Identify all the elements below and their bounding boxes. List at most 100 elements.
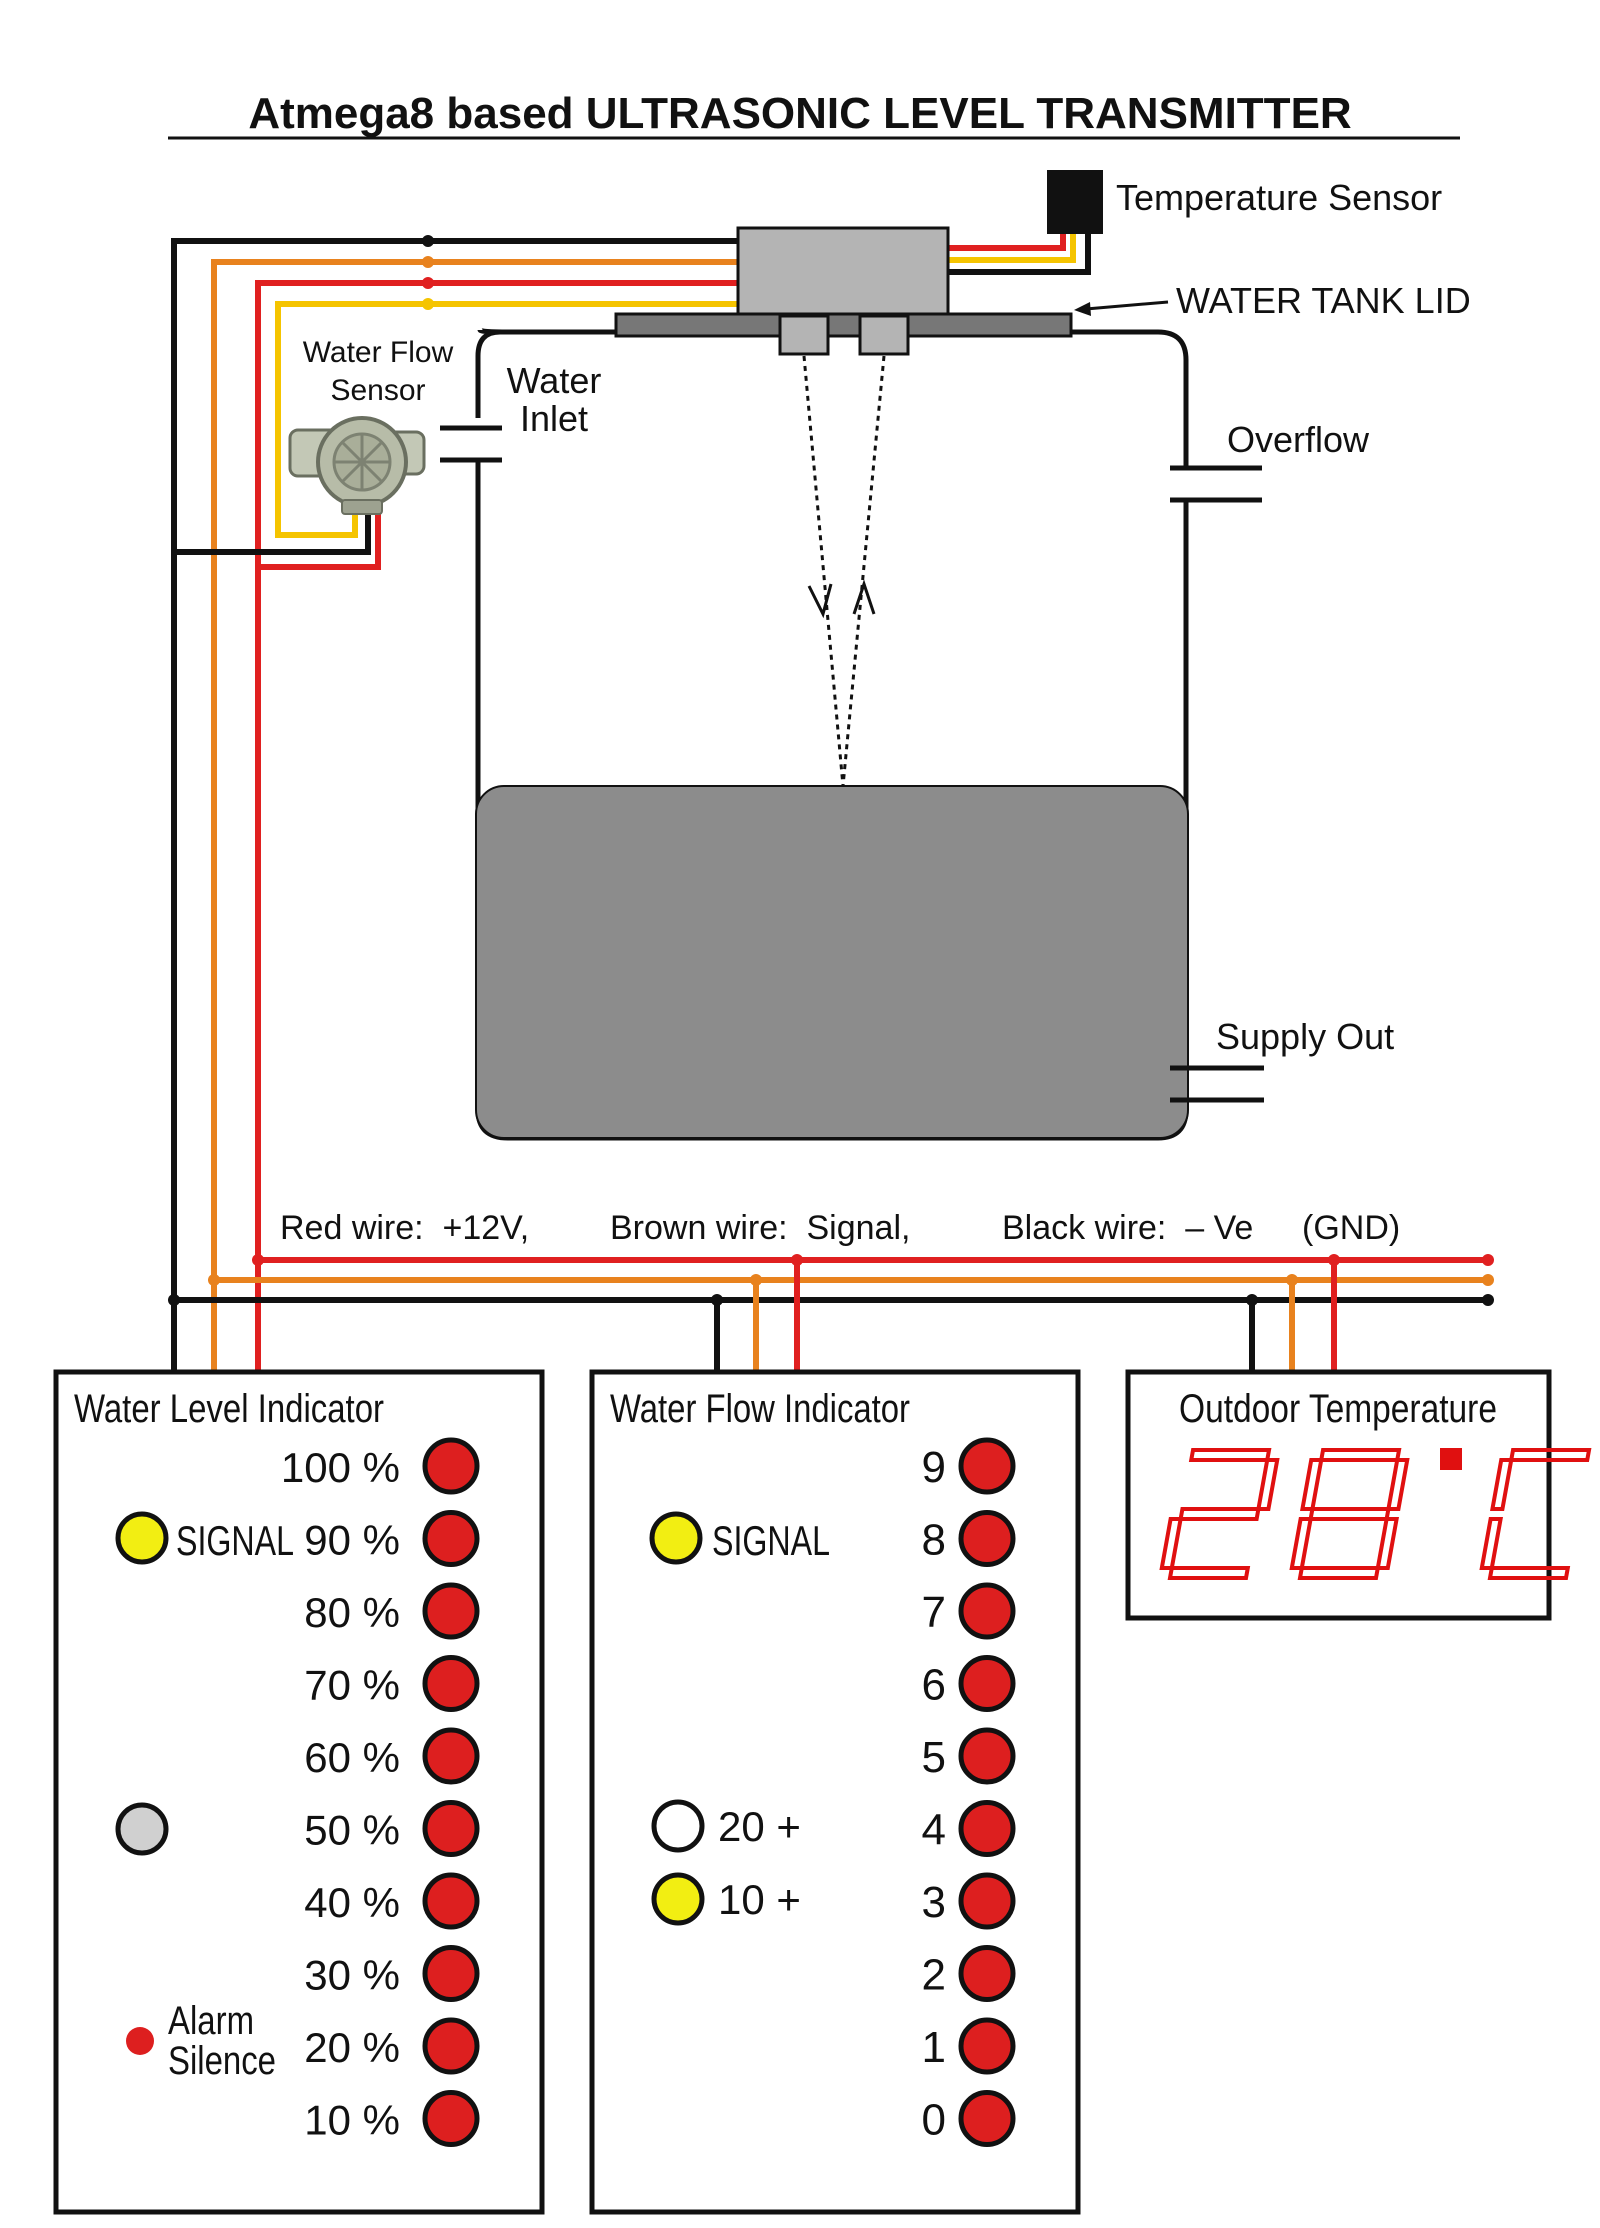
flow-digit-label: 5: [922, 1733, 946, 1782]
beam-arrow-down: [807, 583, 833, 619]
seven-segment-g: [1308, 1507, 1391, 1521]
flow-digit-label: 2: [922, 1951, 946, 2000]
level-led: [422, 1872, 480, 1930]
temp-yellow-wire: [942, 230, 1076, 263]
wire-junction-dots: [422, 235, 434, 310]
flow-10-plus-label: 10 +: [718, 1876, 801, 1923]
level-signal-label: SIGNAL: [176, 1517, 294, 1564]
ultrasonic-beam: [802, 355, 886, 787]
level-led: [422, 1727, 480, 1785]
level-label: 20 %: [304, 2024, 400, 2071]
ultrasonic-transducer-tx: [778, 314, 830, 356]
water-tank-lid-label: WATER TANK LID: [1176, 280, 1471, 321]
level-led: [422, 1437, 480, 1495]
level-label: 30 %: [304, 1952, 400, 1999]
flow-20-plus-label: 20 +: [718, 1803, 801, 1850]
level-status-led: [115, 1802, 169, 1856]
water-flow-sensor-label-2: Sensor: [330, 374, 425, 407]
flow-signal-led: [649, 1511, 703, 1565]
seven-segment-f: [1490, 1458, 1514, 1511]
level-signal-led: [115, 1511, 169, 1565]
temperature-seven-segment-display: [1159, 1448, 1592, 1580]
supply-out-label: Supply Out: [1216, 1016, 1394, 1057]
lid-pointer-arrow: [1074, 300, 1169, 316]
seven-segment-d: [1297, 1566, 1381, 1580]
flow-led: [958, 1655, 1016, 1712]
level-label: 90 %: [304, 1517, 400, 1564]
seven-segment-d: [1487, 1566, 1571, 1580]
tank-outline: [475, 327, 1189, 1141]
seven-segment-d: [1167, 1566, 1251, 1580]
flow-led: [958, 1945, 1016, 2002]
seven-segment-e: [1159, 1517, 1184, 1570]
level-led: [422, 1655, 480, 1712]
flow-led: [958, 1727, 1016, 1785]
wire-harness: [171, 230, 1091, 1372]
temperature-sensor-label: Temperature Sensor: [1116, 177, 1442, 218]
water-flow-indicator-panel: Water Flow Indicator SIGNAL 20 + 10 + 98…: [589, 1369, 1081, 2215]
legend-red-wire: Red wire: +12V,: [280, 1209, 529, 1247]
flow-digit-label: 0: [922, 2096, 946, 2145]
level-led: [422, 1582, 480, 1640]
flow-digit-label: 8: [922, 1516, 946, 1565]
outdoor-temperature-panel: Outdoor Temperature: [1125, 1369, 1592, 1621]
flow-20-plus-led: [651, 1799, 705, 1853]
red-wire-main: [255, 280, 738, 1372]
level-label: 10 %: [304, 2097, 400, 2144]
legend-brown-wire: Brown wire: Signal,: [610, 1209, 910, 1247]
water-inlet-label-1: Water: [507, 360, 602, 401]
flow-led: [958, 2090, 1016, 2147]
water-tank: [440, 327, 1264, 1141]
temp-panel-title: Outdoor Temperature: [1179, 1387, 1497, 1431]
overflow-label: Overflow: [1227, 419, 1370, 460]
alarm-silence-button[interactable]: [126, 2027, 154, 2055]
level-label: 40 %: [304, 1879, 400, 1926]
flow-signal-label: SIGNAL: [712, 1517, 830, 1564]
water-body: [475, 785, 1189, 1139]
brown-wire-main: [211, 259, 738, 1372]
seven-segment-a: [1508, 1448, 1592, 1462]
temp-black-wire: [942, 230, 1091, 275]
bus-junction-dots: [168, 1254, 1494, 1306]
seven-segment-b: [1386, 1458, 1410, 1511]
level-led: [422, 2090, 480, 2147]
level-label: 80 %: [304, 1589, 400, 1636]
distribution-bus: [174, 1257, 1488, 1372]
level-led: [422, 2017, 480, 2075]
flow-digit-label: 4: [922, 1806, 946, 1855]
level-label: 70 %: [304, 1662, 400, 1709]
seven-segment-b: [1256, 1458, 1280, 1511]
seven-segment-e: [1479, 1517, 1504, 1570]
seven-segment-c: [1375, 1517, 1400, 1570]
flow-led: [958, 1582, 1016, 1640]
water-tank-lid: [614, 312, 1073, 338]
water-flow-sensor: [288, 416, 426, 515]
water-level-indicator-panel: Water Level Indicator SIGNAL Alarm Silen…: [53, 1369, 545, 2215]
flow-led: [958, 1800, 1016, 1857]
beam-arrow-up: [852, 579, 876, 615]
ultrasonic-transducer-rx: [858, 314, 910, 356]
flow-digit-label: 1: [922, 2023, 946, 2072]
legend-gnd: (GND): [1302, 1209, 1400, 1247]
level-led: [422, 1800, 480, 1857]
water-flow-sensor-label-1: Water Flow: [303, 336, 454, 369]
level-label: 100 %: [281, 1444, 400, 1491]
level-panel-title: Water Level Indicator: [74, 1387, 384, 1431]
seven-segment-g: [1178, 1507, 1261, 1521]
flow-10-plus-led: [651, 1872, 705, 1926]
flow-led: [958, 1872, 1016, 1930]
flow-led: [958, 1437, 1016, 1495]
flow-panel-title: Water Flow Indicator: [610, 1387, 910, 1431]
flow-black-wire: [174, 510, 371, 555]
degree-symbol: [1440, 1448, 1462, 1470]
flow-led: [958, 1510, 1016, 1567]
level-rows: 100 %90 %80 %70 %60 %50 %40 %30 %20 %10 …: [281, 1437, 480, 2147]
temperature-sensor: [1047, 170, 1103, 234]
temp-red-wire: [942, 230, 1066, 251]
transmitter-box: [736, 226, 950, 316]
flow-digit-label: 3: [922, 1878, 946, 1927]
level-led: [422, 1945, 480, 2002]
alarm-label-1: Alarm: [168, 1999, 254, 2043]
alarm-label-2: Silence: [168, 2039, 276, 2083]
